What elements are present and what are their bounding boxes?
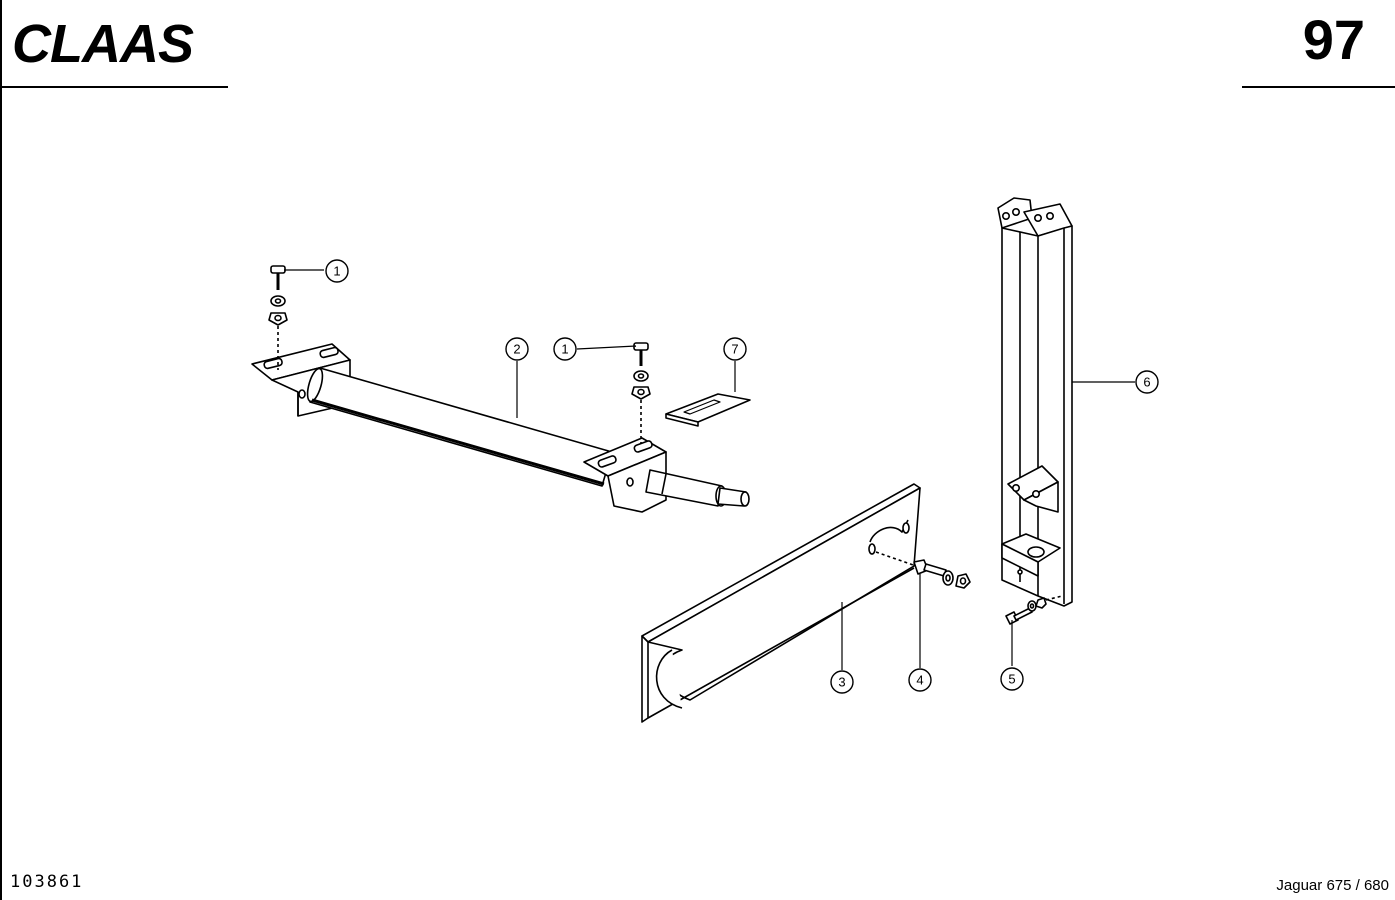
- claas-logo: CLAAS: [12, 18, 195, 68]
- right-bracket: [583, 437, 667, 513]
- bolt-stack-left: [268, 265, 288, 370]
- machine-model-label: Jaguar 675 / 680: [1276, 877, 1389, 894]
- callout-1-center: 1: [553, 337, 577, 361]
- callout-1-top-left: 1: [325, 259, 349, 283]
- svg-text:3: 3: [838, 675, 845, 690]
- brand-logo-text: CLAAS: [12, 18, 194, 68]
- document-number: 103861: [10, 872, 84, 892]
- callout-7: 7: [723, 337, 747, 361]
- page-number: 97: [1302, 8, 1365, 71]
- bolt-washer-nut-4: [875, 551, 971, 589]
- bolt-stack-right: [631, 342, 651, 444]
- leader-1b: [576, 345, 637, 350]
- support-beam: [641, 483, 921, 723]
- stub-shaft: [645, 469, 750, 507]
- shaft-tube: [309, 367, 613, 487]
- shaft-assembly: [251, 343, 750, 513]
- shim-plate: [665, 393, 751, 427]
- svg-text:5: 5: [1008, 672, 1015, 687]
- header-rule-left: [2, 86, 228, 88]
- svg-text:2: 2: [513, 342, 520, 357]
- svg-text:4: 4: [916, 673, 923, 688]
- callout-5: 5: [1000, 667, 1024, 691]
- svg-text:1: 1: [333, 264, 340, 279]
- upright-frame: [997, 197, 1073, 607]
- svg-text:7: 7: [731, 342, 738, 357]
- bolt-washer-nut-5: [1005, 595, 1063, 625]
- svg-text:1: 1: [561, 342, 568, 357]
- callout-4: 4: [908, 668, 932, 692]
- header-rule-right: [1242, 86, 1395, 88]
- callout-6: 6: [1135, 370, 1159, 394]
- svg-text:6: 6: [1143, 375, 1150, 390]
- callout-3: 3: [830, 670, 854, 694]
- callout-2: 2: [505, 337, 529, 361]
